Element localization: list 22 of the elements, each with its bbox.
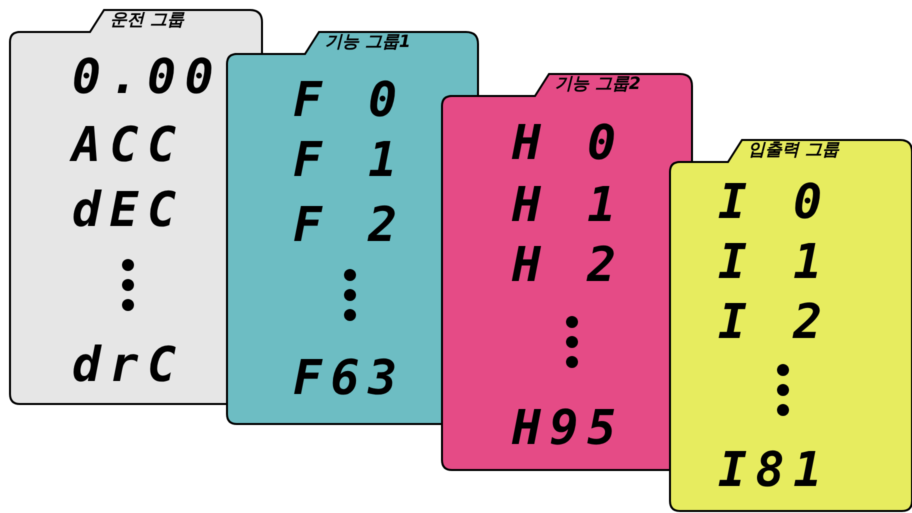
display-code: I 0 bbox=[718, 178, 831, 226]
folder-card bbox=[440, 72, 694, 472]
display-code: I81 bbox=[718, 446, 831, 494]
display-code: H 1 bbox=[512, 181, 625, 229]
group-title: 입출력 그룹 bbox=[748, 142, 839, 159]
display-code: F 1 bbox=[293, 136, 406, 184]
display-code: dEC bbox=[72, 186, 185, 234]
display-code: H95 bbox=[512, 404, 625, 452]
display-code: ACC bbox=[72, 121, 185, 169]
display-code: F 2 bbox=[293, 201, 406, 249]
display-code: drC bbox=[72, 341, 185, 389]
display-code: 0.00 bbox=[72, 53, 222, 101]
group-title: 기능 그룹2 bbox=[555, 76, 641, 93]
display-code: I 2 bbox=[718, 298, 831, 346]
display-code: F 0 bbox=[293, 76, 406, 124]
display-code: H 0 bbox=[512, 119, 625, 167]
group-title: 기능 그룹1 bbox=[325, 34, 411, 51]
display-code: F63 bbox=[293, 354, 406, 402]
group-title: 운전 그룹 bbox=[110, 12, 184, 29]
folder-card bbox=[668, 138, 912, 513]
display-code: H 2 bbox=[512, 241, 625, 289]
display-code: I 1 bbox=[718, 238, 831, 286]
